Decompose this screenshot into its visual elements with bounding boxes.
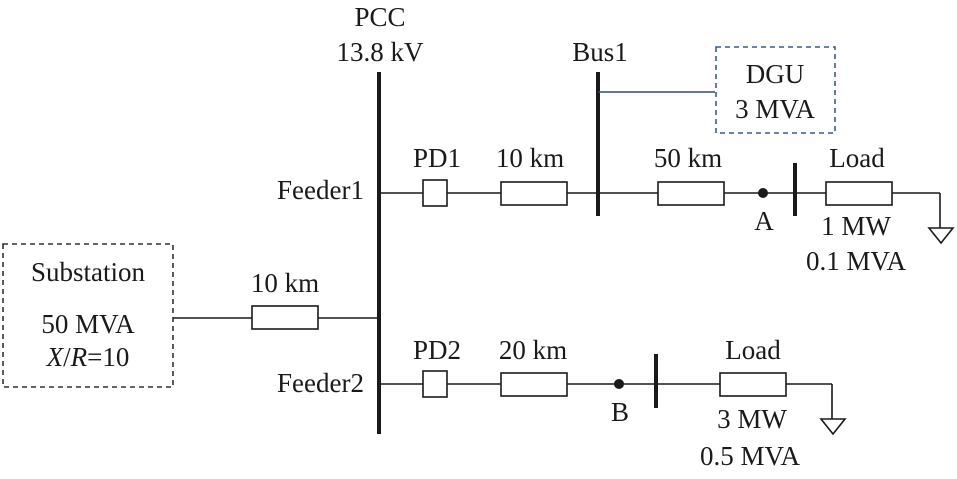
load1-ground-icon xyxy=(927,227,955,245)
xr-r: R xyxy=(70,342,88,372)
feeder2-name: Feeder2 xyxy=(277,368,364,398)
pd2-device xyxy=(422,370,448,398)
substation-rating: 50 MVA xyxy=(41,309,135,339)
load1-impedance xyxy=(825,181,893,206)
feeder2-line-impedance xyxy=(500,372,568,397)
load1-label: Load xyxy=(829,143,885,173)
feeder1-name: Feeder1 xyxy=(277,175,364,205)
xr-slash: / xyxy=(63,342,71,372)
dgu-name: DGU xyxy=(746,59,805,89)
pd1-device xyxy=(422,179,448,207)
feeder2-line-length: 20 km xyxy=(499,335,567,365)
substation-xr-ratio: X/R=10 xyxy=(46,342,130,372)
feeder1-line1-impedance xyxy=(500,181,568,206)
point-b-marker xyxy=(614,379,624,389)
load1-active-power: 1 MW xyxy=(821,211,891,241)
xr-value: =10 xyxy=(87,342,129,372)
substation-name: Substation xyxy=(31,257,146,287)
feeder1-line1-length: 10 km xyxy=(496,143,564,173)
dgu-box xyxy=(715,46,836,134)
load2-label: Load xyxy=(725,335,781,365)
point-a-marker xyxy=(758,188,768,198)
pd1-label: PD1 xyxy=(413,143,461,173)
feeder1-line2-length: 50 km xyxy=(654,143,722,173)
load2-active-power: 3 MW xyxy=(717,404,787,434)
substation-line-length: 10 km xyxy=(251,268,319,298)
feeder1-line2-impedance xyxy=(657,181,725,206)
point-b-label: B xyxy=(611,397,629,427)
xr-x: X xyxy=(46,342,65,372)
substation-line-impedance xyxy=(251,305,319,330)
load2-ground-icon xyxy=(819,418,847,436)
pd2-label: PD2 xyxy=(413,335,461,365)
bus1-label: Bus1 xyxy=(572,37,628,67)
load2-impedance xyxy=(719,372,787,397)
point-a-label: A xyxy=(754,206,774,236)
dgu-rating: 3 MVA xyxy=(735,94,815,124)
load1-reactive-power: 0.1 MVA xyxy=(806,246,907,276)
pcc-voltage: 13.8 kV xyxy=(337,37,425,67)
load2-reactive-power: 0.5 MVA xyxy=(700,441,801,471)
pcc-name: PCC xyxy=(354,2,405,32)
substation-box xyxy=(2,243,174,388)
